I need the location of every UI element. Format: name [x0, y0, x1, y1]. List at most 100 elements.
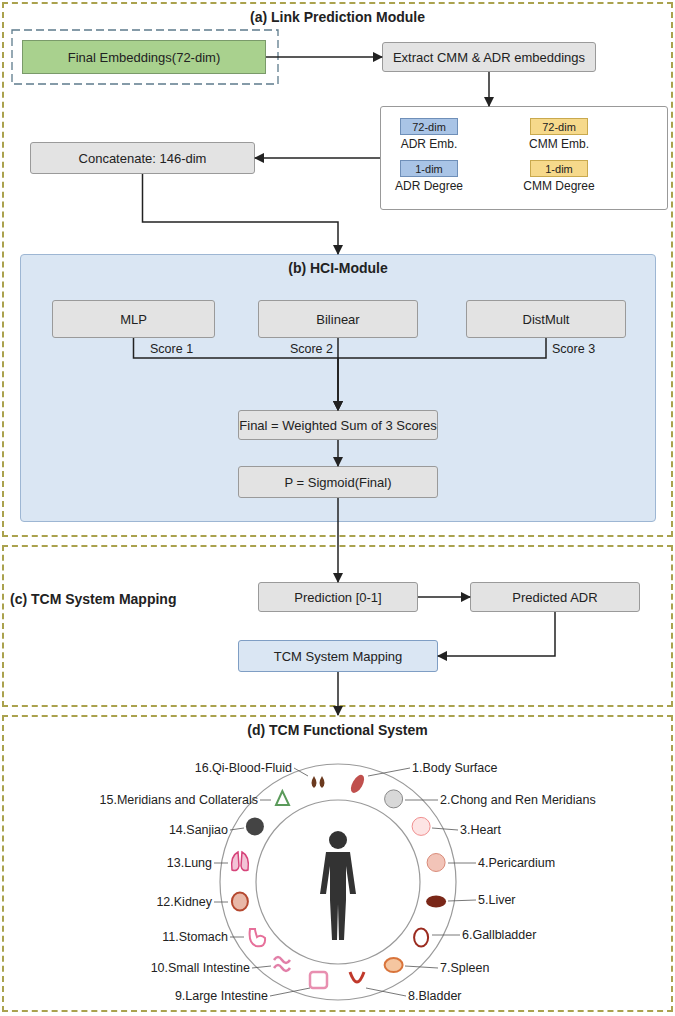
spleen-icon — [385, 958, 403, 972]
feature-chip: 1-dimCMM Degree — [530, 160, 588, 177]
leader-line — [230, 828, 244, 830]
system-label: 10.Small Intestine — [151, 960, 250, 976]
small-intestine-icon — [274, 957, 290, 971]
system-label: 2.Chong and Ren Meridians — [440, 792, 596, 808]
process-box: P = Sigmoid(Final) — [238, 466, 438, 498]
leader-line — [270, 988, 310, 996]
stomach-icon — [250, 929, 265, 946]
human-body — [320, 852, 356, 940]
flow-arrow — [488, 72, 490, 106]
system-label: 7.Spleen — [440, 960, 489, 976]
process-box: Predicted ADR — [470, 582, 640, 612]
box-label: Concatenate: 146-dim — [79, 151, 207, 166]
lung-icon — [232, 852, 249, 871]
box-label: Predicted ADR — [512, 590, 597, 605]
box-label: 72-dim — [542, 121, 576, 133]
flow-arrow — [255, 157, 380, 159]
organ-icons — [232, 773, 447, 988]
system-label: 6.Gallbladder — [462, 927, 536, 943]
box-label: Final = Weighted Sum of 3 Scores — [239, 418, 436, 433]
leader-line — [368, 768, 410, 776]
feature-chip: 72-dimADR Emb. — [400, 118, 458, 135]
flow-arrow — [438, 612, 555, 656]
liver-icon — [426, 896, 446, 908]
leader-line — [405, 800, 438, 801]
module-panel: (b) HCI-ModuleMLP Bilinear DistMultFinal =… — [20, 254, 656, 522]
leader-line — [260, 800, 271, 801]
section-title: (b) HCI-Module — [21, 260, 655, 276]
system-label: 13.Lung — [167, 855, 212, 871]
leader-line — [432, 935, 460, 936]
process-box: TCM System Mapping — [238, 640, 438, 672]
system-label: 5.Liver — [478, 892, 516, 908]
section-frame: (d) TCM Functional System — [2, 715, 673, 1012]
leader-line — [366, 988, 406, 996]
large-intestine-icon — [310, 972, 327, 988]
system-label: 14.Sanjiao — [169, 822, 228, 838]
qi-blood-fluid-icon — [312, 776, 325, 788]
human-head — [329, 831, 347, 849]
chong-ren-icon — [385, 790, 403, 808]
system-label: 3.Heart — [460, 822, 501, 838]
leader-line — [294, 768, 308, 776]
pericardium-icon — [427, 854, 445, 872]
process-box: Extract CMM & ADR embeddings — [382, 42, 596, 72]
leader-line — [448, 900, 476, 901]
bladder-icon — [350, 972, 364, 982]
system-label: 1.Body Surface — [412, 760, 497, 776]
section-frame: (c) TCM System Mapping Prediction [0-1] Pr… — [2, 545, 673, 707]
box-label: Prediction [0-1] — [294, 590, 381, 605]
kidney-icon — [232, 893, 248, 911]
box-label: P = Sigmoid(Final) — [284, 475, 391, 490]
scorer-box: DistMult — [466, 300, 626, 338]
box-label: 1-dim — [545, 163, 573, 175]
meridians-icon — [276, 791, 289, 805]
system-label: 11.Stomach — [162, 929, 228, 945]
section-title: (d) TCM Functional System — [4, 722, 671, 738]
heart-icon — [412, 817, 430, 835]
scorer-box: MLP — [52, 300, 215, 338]
section-title: (a) Link Prediction Module — [4, 9, 671, 25]
score-label: Score 3 — [552, 341, 595, 357]
feature-panel: 72-dimADR Emb.72-dimCMM Emb.1-dimADR Deg… — [380, 106, 668, 210]
section-frame: (a) Link Prediction ModuleFinal Embeddin… — [2, 2, 673, 537]
inner-ring — [256, 800, 420, 964]
feature-chip: 1-dimADR Degree — [400, 160, 458, 177]
feature-chip: 72-dimCMM Emb. — [530, 118, 588, 135]
feature-caption: ADR Degree — [395, 179, 463, 193]
process-box: Prediction [0-1] — [258, 582, 418, 612]
embedding-box: Final Embeddings(72-dim) — [22, 40, 266, 74]
leader-line — [448, 863, 476, 864]
leader-line — [405, 966, 438, 968]
flow-arrow — [337, 672, 339, 715]
box-label: 1-dim — [415, 163, 443, 175]
leader-line — [432, 828, 458, 830]
score-label: Score 2 — [290, 341, 333, 357]
flow-arrow — [266, 56, 382, 58]
process-box: Concatenate: 146-dim — [30, 142, 255, 174]
flow-arrow — [143, 174, 339, 254]
leader-line — [214, 902, 228, 903]
dashed-group-frame — [12, 30, 278, 84]
sanjiao-icon — [246, 817, 264, 835]
box-label: TCM System Mapping — [274, 649, 403, 664]
leader-line — [214, 863, 228, 864]
score-label: Score 1 — [150, 341, 193, 357]
box-label: Bilinear — [316, 312, 359, 327]
feature-caption: ADR Emb. — [401, 137, 458, 151]
leader-line — [230, 937, 244, 938]
flow-arrow — [418, 596, 470, 598]
scorer-box: Bilinear — [258, 300, 418, 338]
box-label: Final Embeddings(72-dim) — [68, 50, 220, 65]
system-label: 8.Bladder — [408, 988, 462, 1004]
process-box: Final = Weighted Sum of 3 Scores — [238, 410, 438, 440]
system-label: 4.Pericardium — [478, 855, 555, 871]
feature-caption: CMM Emb. — [529, 137, 589, 151]
gallbladder-icon — [414, 929, 428, 947]
leader-line — [252, 966, 271, 968]
section-title: (c) TCM System Mapping — [10, 591, 176, 607]
system-label: 12.Kidney — [156, 894, 212, 910]
box-label: DistMult — [523, 312, 570, 327]
box-label: MLP — [120, 312, 147, 327]
